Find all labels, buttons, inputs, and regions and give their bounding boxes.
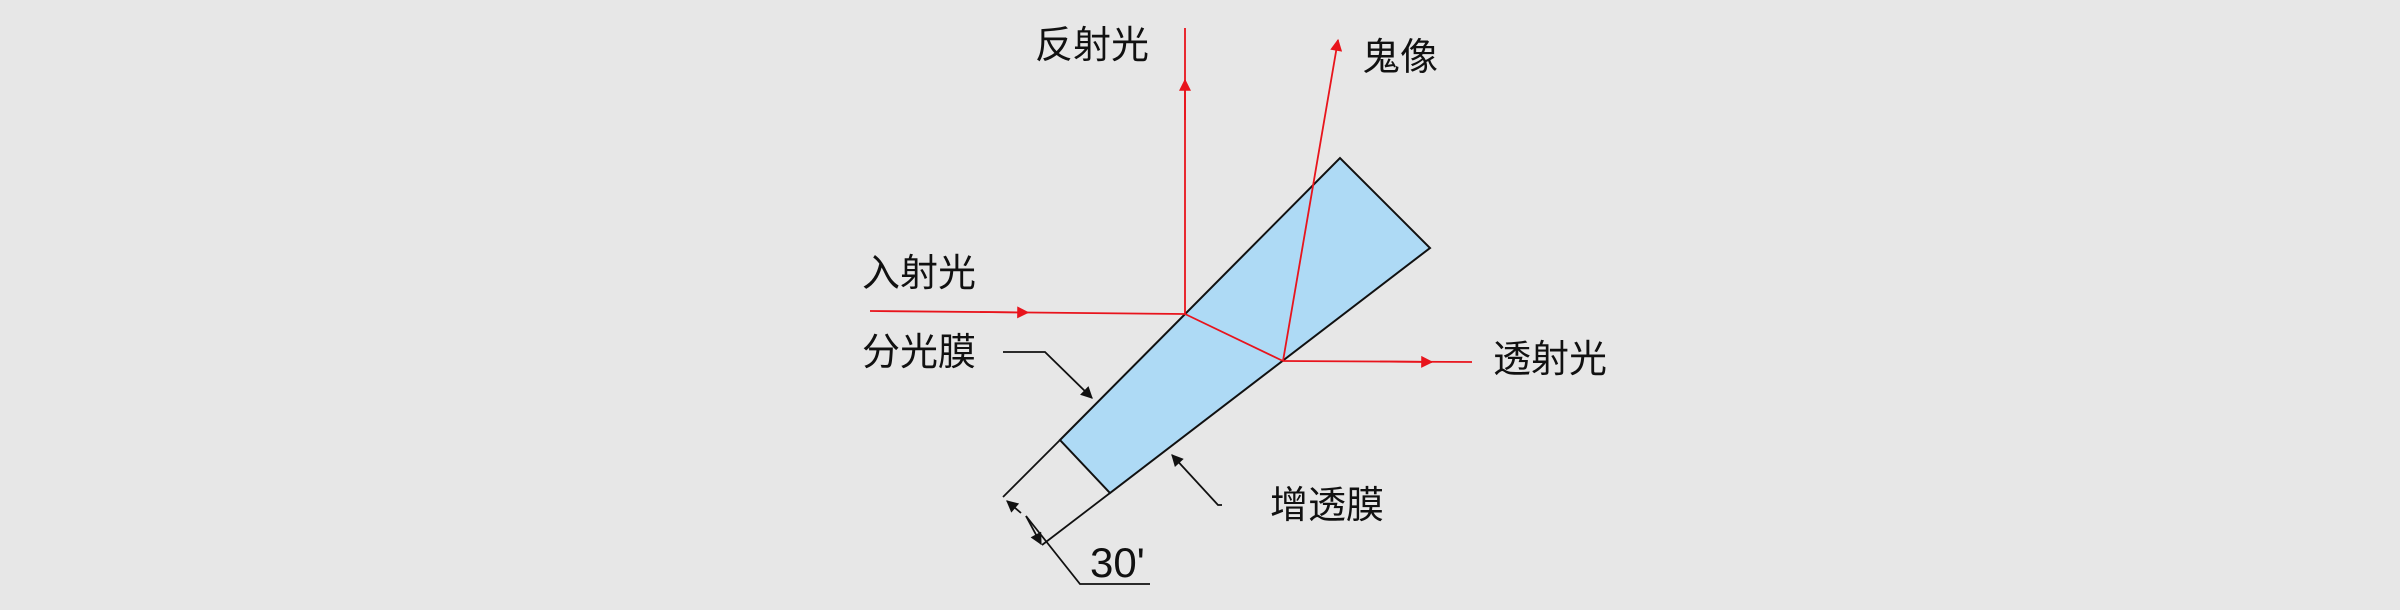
label-incident: 入射光 [862,251,976,295]
transmitted-ray [1282,360,1473,363]
transmitted-ray-arrow [1379,355,1434,368]
internal-ray [1184,313,1284,362]
label-ghost: 鬼像 [1362,35,1438,79]
incident-ray-arrow [979,306,1030,319]
angle-extension-line-2 [1041,492,1111,546]
ar-film-leader [1171,454,1222,506]
angle-dimension-arrow-1 [1006,500,1022,514]
wedge-plate [1058,156,1432,495]
ghost-ray [1282,38,1343,362]
label-transmitted: 透射光 [1493,337,1607,381]
label-wedge-angle: 30' [1090,539,1145,586]
angle-leader [1025,515,1150,585]
angle-extension-line [1002,439,1061,498]
angle-dimension-arrow-2 [1025,515,1042,546]
label-beamsplitter-film: 分光膜 [862,330,976,374]
label-reflected: 反射光 [1035,23,1149,67]
beamsplitter-film-leader [1003,351,1093,399]
label-ar-film: 增透膜 [1270,483,1384,527]
